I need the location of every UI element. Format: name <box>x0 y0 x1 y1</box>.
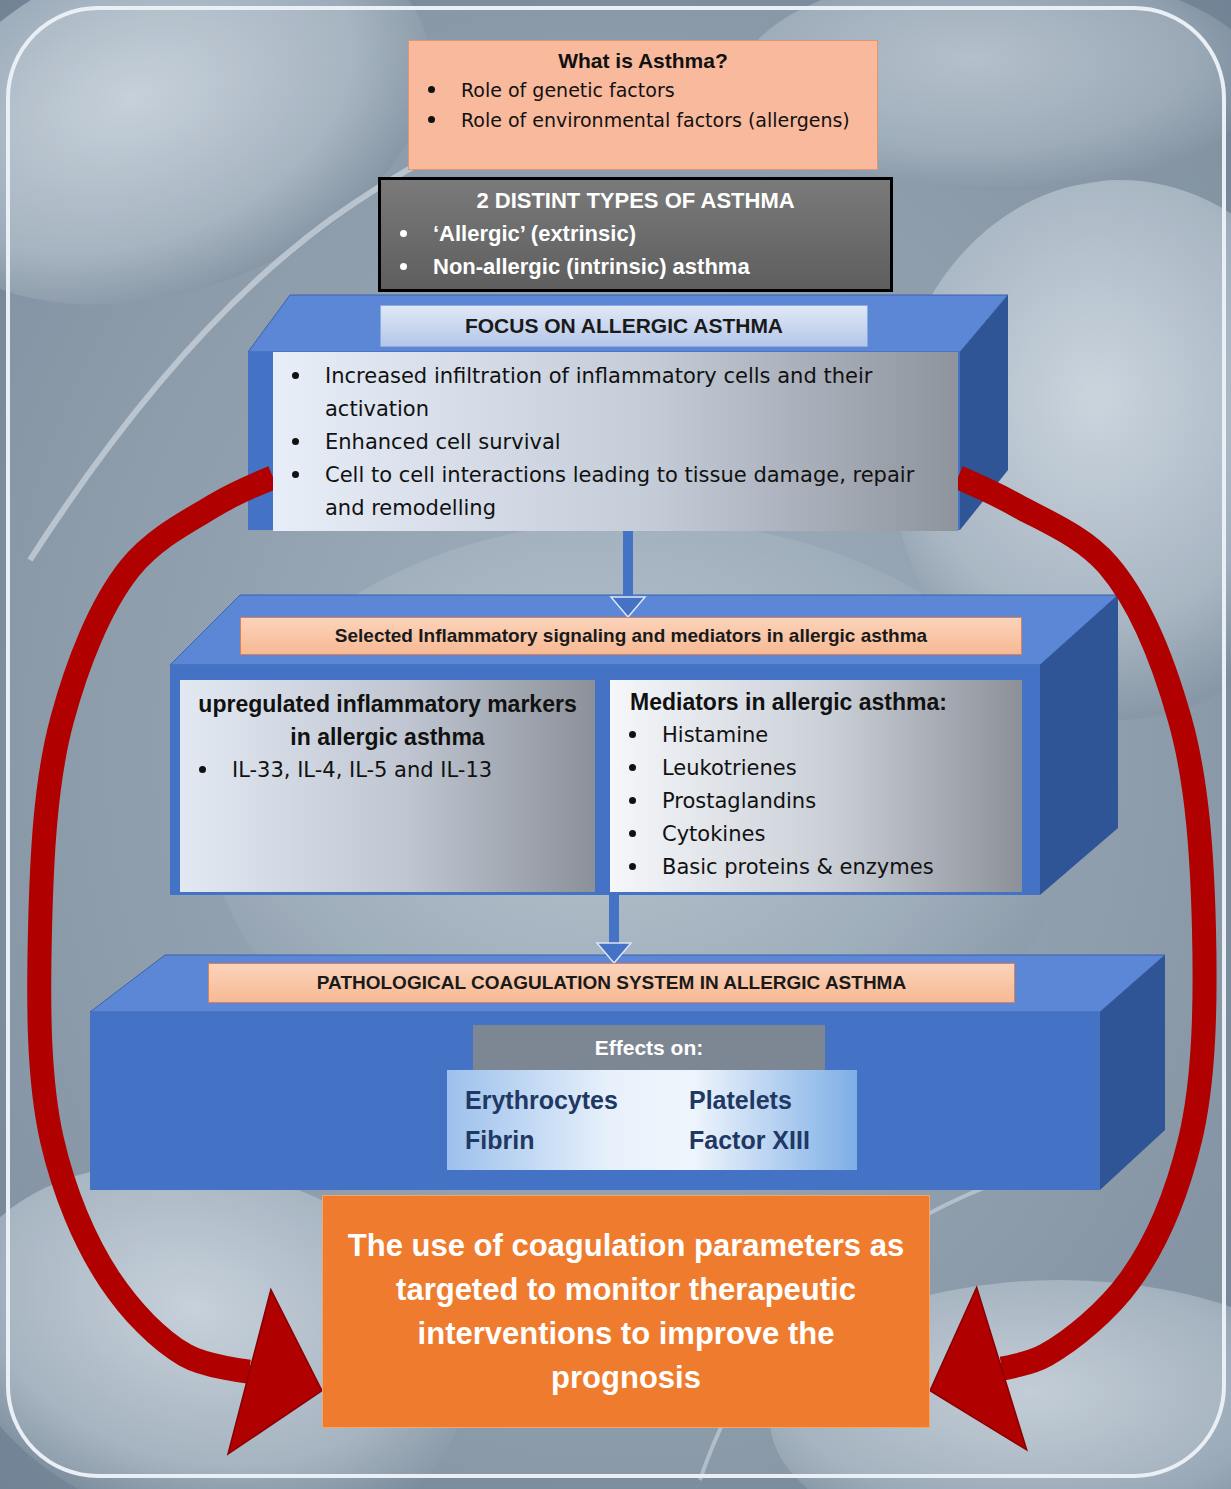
types-box: 2 DISTINT TYPES OF ASTHMA‘Allergic’ (ext… <box>378 177 893 292</box>
effects-box: ErythrocytesPlateletsFibrinFactor XIII <box>447 1070 857 1170</box>
heading-text: Selected Inflammatory signaling and medi… <box>335 625 927 647</box>
bullet-box: Increased infiltration of inflammatory c… <box>273 352 958 531</box>
down-arrow <box>611 531 645 617</box>
block-side <box>1040 595 1118 895</box>
label-text: Erythrocytes <box>465 1083 689 1117</box>
block-top <box>248 295 1008 352</box>
down-arrow <box>597 892 631 963</box>
label-text: Platelets <box>689 1083 849 1117</box>
heading-text: Effects on: <box>595 1036 704 1060</box>
bullet-text: Basic proteins & enzymes <box>662 851 1012 884</box>
heading-text: Mediators in allergic asthma: <box>630 686 1012 719</box>
block-side <box>1100 955 1165 1190</box>
connector-line <box>623 531 633 597</box>
block-front <box>248 352 960 530</box>
block-top <box>90 955 1165 1012</box>
label-text: The use of coagulation parameters as tar… <box>343 1224 909 1400</box>
conclusion-box: The use of coagulation parameters as tar… <box>322 1195 930 1428</box>
heading-text: What is Asthma? <box>419 47 867 75</box>
bullet-text: Non-allergic (intrinsic) asthma <box>433 250 880 283</box>
heading-text: 2 DISTINT TYPES OF ASTHMA <box>391 184 880 217</box>
arrow-head <box>611 597 645 617</box>
bullet-text: Role of environmental factors (allergens… <box>461 105 867 135</box>
block-front <box>170 665 1040 895</box>
section-header: PATHOLOGICAL COAGULATION SYSTEM IN ALLER… <box>208 963 1015 1003</box>
heading-text: upregulated inflammatory markers in alle… <box>190 688 585 754</box>
effects-label-box: Effects on: <box>473 1025 825 1070</box>
bullet-text: Enhanced cell survival <box>325 426 948 459</box>
bullet-text: Cell to cell interactions leading to tis… <box>325 459 948 525</box>
connector-line <box>39 477 273 1371</box>
marker-box: upregulated inflammatory markers in alle… <box>180 680 595 892</box>
label-text: Fibrin <box>465 1123 689 1157</box>
rounded-frame <box>8 8 1224 1476</box>
label-text: Factor XIII <box>689 1123 849 1157</box>
bullet-text: Cytokines <box>662 818 1012 851</box>
bullet-text: IL-33, IL-4, IL-5 and IL-13 <box>232 754 585 787</box>
connector-line <box>958 477 1205 1368</box>
arrow-head <box>597 943 631 963</box>
connector-line <box>609 892 619 943</box>
bullet-text: ‘Allergic’ (extrinsic) <box>433 217 880 250</box>
bullet-text: Prostaglandins <box>662 785 1012 818</box>
bullet-text: Histamine <box>662 719 1012 752</box>
heading-text: PATHOLOGICAL COAGULATION SYSTEM IN ALLER… <box>317 972 906 994</box>
intro-box: What is Asthma?Role of genetic factorsRo… <box>408 40 878 170</box>
block-top <box>170 595 1118 665</box>
arrow-head <box>228 1290 322 1455</box>
bullet-text: Leukotrienes <box>662 752 1012 785</box>
block-front <box>90 1012 1100 1190</box>
arrow-head <box>930 1287 1027 1449</box>
mediator-box: Mediators in allergic asthma:HistamineLe… <box>610 680 1022 892</box>
bullet-text: Role of genetic factors <box>461 75 867 105</box>
heading-text: FOCUS ON ALLERGIC ASTHMA <box>465 314 783 338</box>
section-header: Selected Inflammatory signaling and medi… <box>240 617 1022 655</box>
section-header: FOCUS ON ALLERGIC ASTHMA <box>380 305 868 347</box>
bullet-text: Increased infiltration of inflammatory c… <box>325 360 948 426</box>
